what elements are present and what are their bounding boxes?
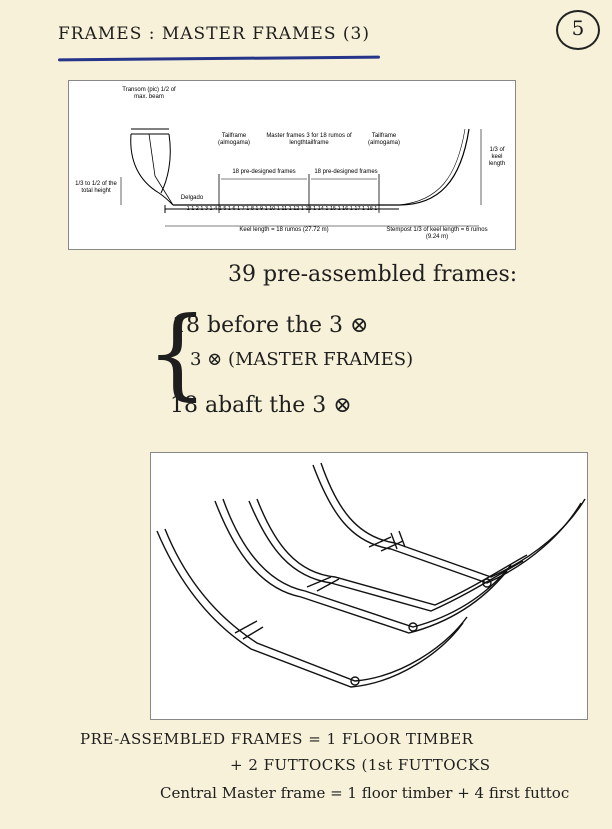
predesigned-frames-left: 18 pre-designed frames (232, 169, 296, 175)
preassembled-heading: 39 pre-assembled frames: (228, 262, 518, 287)
keel-length-label: Keel length = 18 rumos (27.72 m) (239, 227, 329, 233)
stempost-label: Stempost 1/3 of keel length = 6 rumos (9… (386, 227, 488, 240)
master-frames-label: Master frames 3 for 18 rumos of lengthta… (266, 133, 352, 146)
frames-illustration (150, 452, 588, 720)
brace: { (146, 297, 209, 411)
list-item-abaft: 18 abaft the 3 ⊗ (170, 393, 352, 418)
keel-third-label: 1/3 of keel length (488, 147, 506, 167)
predesigned-frames-right: 18 pre-designed frames (314, 169, 378, 175)
transom-label: Transom (pic) 1/2 of max. beam (122, 87, 176, 100)
list-item-before: 18 before the 3 ⊗ (172, 313, 369, 338)
preassembled-definition-line1: PRE-ASSEMBLED FRAMES = 1 FLOOR TIMBER (80, 730, 474, 748)
frames-drawing (156, 462, 586, 688)
height-ratio-label: 1/3 to 1/2 of the total height (75, 181, 117, 194)
preassembled-definition-line2: + 2 FUTTOCKS (1st FUTTOCKS (230, 756, 491, 774)
frame-numbers: 1 1 2 1 3 1 4 1 5 1 6 1 7 1 8 1 9 1 10 1… (186, 206, 378, 212)
list-item-master: 3 ⊗ (MASTER FRAMES) (190, 349, 414, 370)
hull-profile-drawing (120, 128, 482, 227)
tailframe-left-label: Tailframe (almogama) (217, 133, 250, 146)
central-master-definition: Central Master frame = 1 floor timber + … (160, 784, 570, 802)
page-title: FRAMES : MASTER FRAMES (3) (58, 24, 370, 44)
delgado-label: Delgado (180, 195, 204, 201)
title-underline (57, 55, 381, 62)
tailframe-right-label: Tailframe (almogama) (367, 133, 400, 146)
page-number-circle: 5 (556, 10, 600, 50)
hull-profile-diagram: Transom (pic) 1/2 of max. beam Tailframe… (68, 80, 516, 250)
page-number: 5 (571, 16, 585, 40)
